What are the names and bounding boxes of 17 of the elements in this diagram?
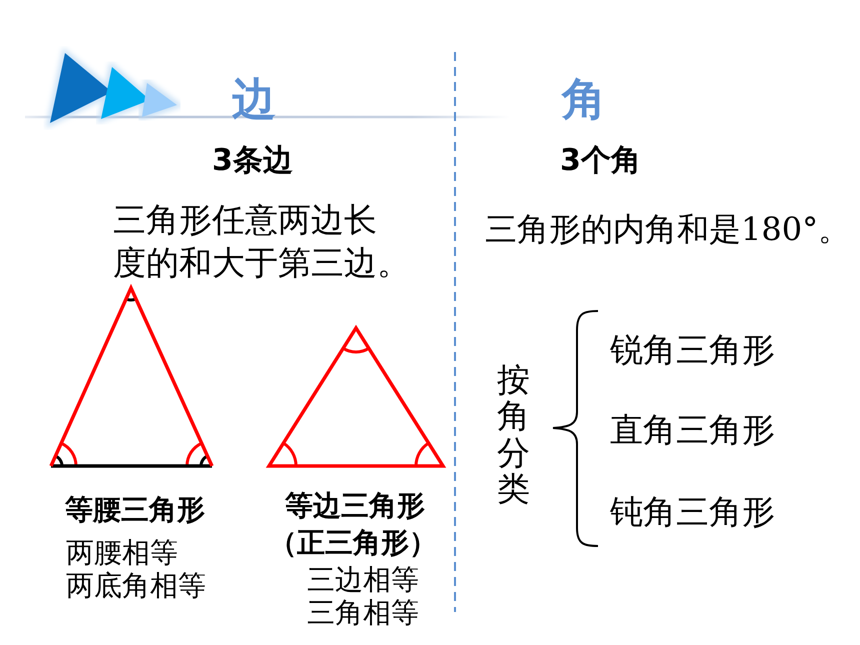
property-text: 三角形的内角和是180°。	[485, 213, 850, 245]
section-heading: 边	[232, 78, 276, 122]
property-text: 两底角相等	[66, 572, 206, 600]
subheading: 3个角	[560, 146, 641, 176]
property-text: 三角形任意两边长度的和大于第三边。	[113, 199, 411, 284]
triangle-type-label: 锐角三角形	[610, 333, 775, 366]
triangle-type-label: 直角三角形	[610, 413, 775, 446]
triangle-type-label: 钝角三角形	[610, 495, 775, 528]
triangle-type-label: 等边三角形	[285, 492, 425, 520]
property-text: 三边相等	[307, 566, 419, 594]
property-text: 两腰相等	[66, 539, 178, 567]
triangle-type-label: （正三角形）	[269, 529, 437, 557]
section-heading: 角	[562, 78, 606, 122]
triangle-type-label: 等腰三角形	[65, 496, 205, 524]
subheading: 3条边	[212, 146, 293, 176]
property-text: 三角相等	[307, 599, 419, 627]
classification-label: 按角分类	[497, 362, 530, 508]
